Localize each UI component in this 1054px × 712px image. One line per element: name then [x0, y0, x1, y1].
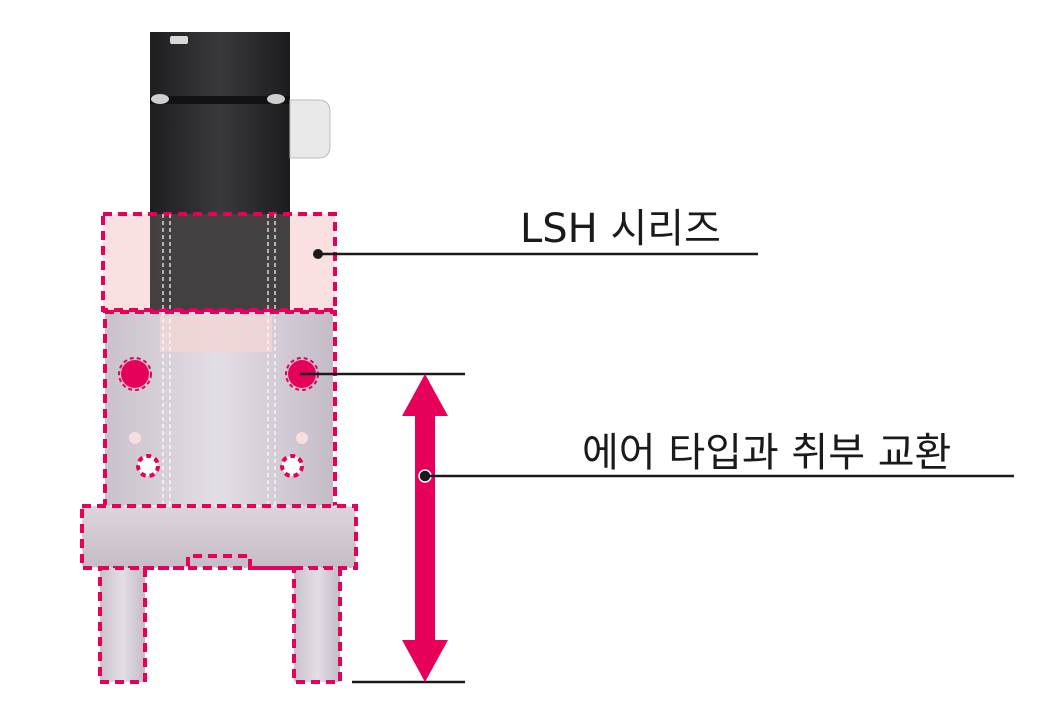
base-plate	[80, 504, 358, 570]
gripper-fingers	[98, 554, 342, 684]
gripper-body	[103, 214, 337, 512]
mount-hole-right-icon	[280, 454, 304, 478]
air-type-exchange-label: 에어 타입과 취부 교환	[582, 430, 952, 476]
lsh-series-label: LSH 시리즈	[520, 206, 721, 252]
air-port-left	[121, 360, 149, 388]
mount-hole-left-icon	[136, 454, 160, 478]
lsh-leader-line	[313, 249, 758, 259]
dimension-arrow-icon	[402, 374, 448, 682]
air-type-leader-line	[418, 469, 1014, 483]
lsh-series-region	[101, 212, 337, 312]
